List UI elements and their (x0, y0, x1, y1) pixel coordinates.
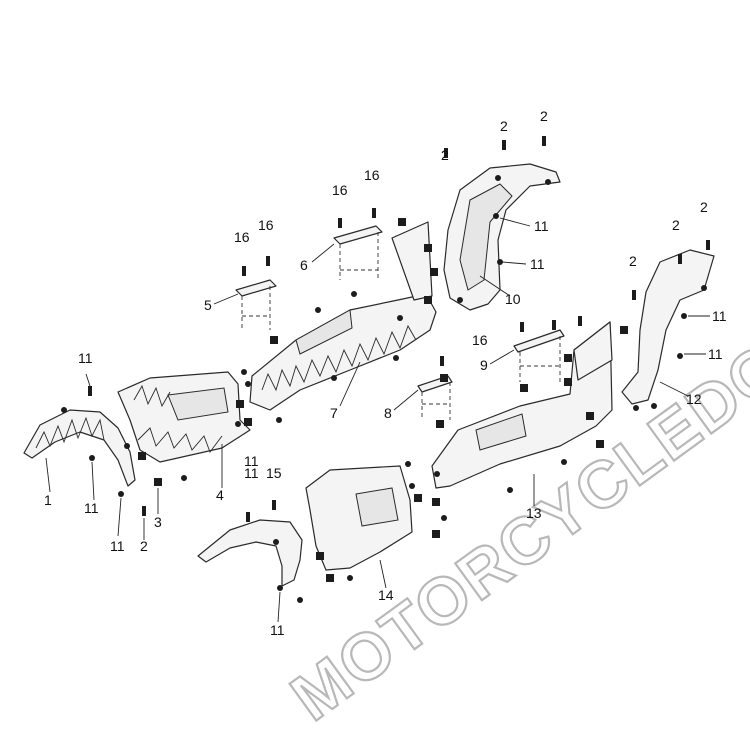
leader-lines (45, 217, 710, 623)
callout-9: 9 (480, 357, 488, 373)
callout-7: 7 (330, 405, 338, 421)
callout-16b: 16 (258, 217, 274, 233)
part-4-front-inner-panel (117, 371, 251, 463)
part-1-front-fender-flare (23, 409, 136, 487)
callout-2c: 2 (500, 118, 508, 134)
callout-11b: 11 (84, 500, 99, 516)
part-10-rear-fender (443, 163, 561, 311)
callout-1: 1 (44, 492, 52, 508)
part-14-rear-lower-panel (305, 465, 413, 571)
callout-16d: 16 (364, 167, 380, 183)
callout-2d: 2 (540, 108, 548, 124)
part-6-clip-strip (333, 225, 383, 245)
callout-8: 8 (384, 405, 392, 421)
callout-16a: 16 (234, 229, 250, 245)
part-13-right-step-panel (431, 321, 613, 489)
callout-14: 14 (378, 587, 394, 603)
callout-3: 3 (154, 514, 162, 530)
callout-2e: 2 (629, 253, 637, 269)
callout-2a: 2 (140, 538, 148, 554)
part-7-side-step-panel (249, 221, 437, 411)
callout-labels: 1 2 2 2 2 2 2 2 3 4 5 6 7 8 9 10 11 11 1… (44, 108, 727, 638)
part-9-clip-strip (513, 329, 565, 353)
assembly-guide-lines (241, 232, 561, 420)
callout-13: 13 (526, 505, 542, 521)
callout-15: 15 (266, 465, 282, 481)
part-5-clip-strip (235, 279, 277, 297)
callout-11i: 11 (270, 622, 285, 638)
callout-11g: 11 (712, 308, 727, 324)
callout-2f: 2 (672, 217, 680, 233)
callout-11j: 11 (244, 453, 259, 469)
callout-6: 6 (300, 257, 308, 273)
callout-16e: 16 (472, 332, 488, 348)
part-12-rear-flare (621, 249, 715, 405)
callout-2g: 2 (700, 199, 708, 215)
callout-4: 4 (216, 487, 224, 503)
callout-11f: 11 (530, 256, 545, 272)
callout-16c: 16 (332, 182, 348, 198)
callout-11c: 11 (110, 538, 125, 554)
callout-11h: 11 (708, 346, 723, 362)
fastener-marks (61, 136, 710, 603)
part-11-rear-fender-flare (197, 519, 303, 587)
callout-11d: 11 (244, 465, 259, 481)
callout-12: 12 (686, 391, 702, 407)
callout-11e: 11 (534, 218, 549, 234)
callout-2b: 2 (441, 147, 449, 163)
callout-11a: 11 (78, 350, 93, 366)
callout-5: 5 (204, 297, 212, 313)
callout-10: 10 (505, 291, 521, 307)
